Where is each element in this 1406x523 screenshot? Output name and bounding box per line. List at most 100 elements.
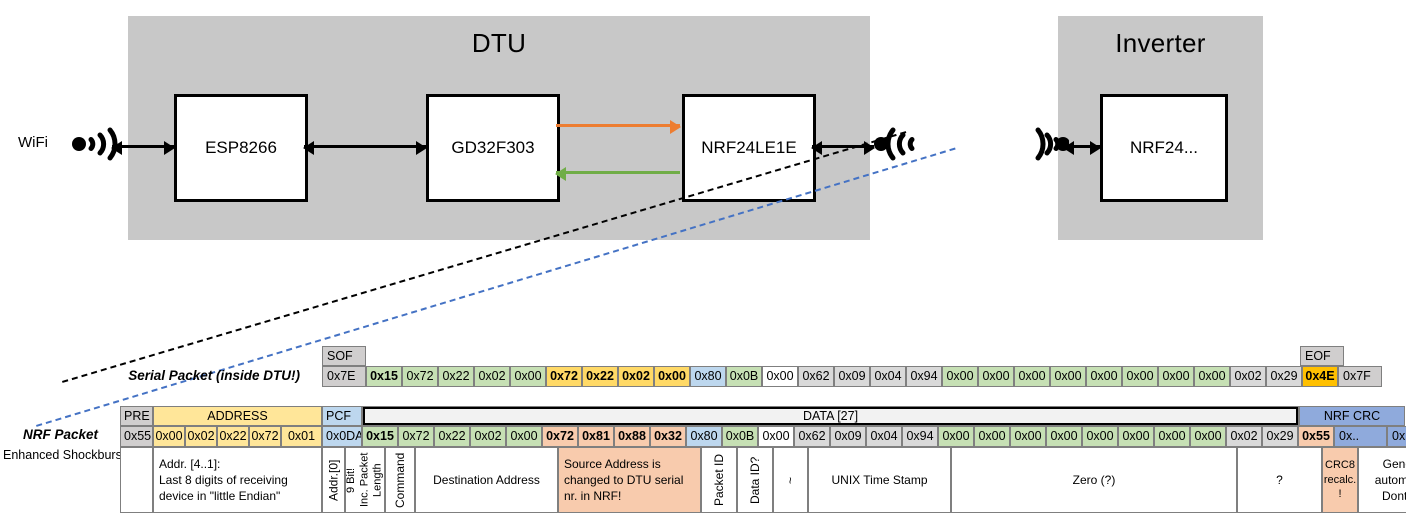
arrow-nrf24le1e-antenna bbox=[811, 141, 875, 155]
serial-byte-23: 0x00 bbox=[1194, 366, 1230, 387]
ann-pre-empty bbox=[120, 447, 153, 513]
serial-byte-5: 0x72 bbox=[546, 366, 582, 387]
serial-packet-label: Serial Packet (inside DTU!) bbox=[128, 368, 300, 383]
nrf-crc-byte-1: 0x.. bbox=[1387, 426, 1406, 447]
serial-sof-header: SOF bbox=[322, 346, 366, 366]
nrf-byte-4: 0x00 bbox=[506, 426, 542, 447]
chip-gd32f303-label: GD32F303 bbox=[451, 138, 535, 157]
nrf-byte-13: 0x09 bbox=[830, 426, 866, 447]
nrf-pcf-header: PCF bbox=[322, 406, 362, 426]
chip-esp8266: ESP8266 bbox=[174, 94, 308, 202]
serial-byte-0: 0x15 bbox=[366, 366, 402, 387]
serial-byte-7: 0x02 bbox=[618, 366, 654, 387]
serial-byte-14: 0x04 bbox=[870, 366, 906, 387]
serial-byte-10: 0x0B bbox=[726, 366, 762, 387]
nrf-byte-1: 0x72 bbox=[398, 426, 434, 447]
ann-destination: Destination Address bbox=[415, 447, 558, 513]
nrf-byte-17: 0x00 bbox=[974, 426, 1010, 447]
nrf-byte-23: 0x00 bbox=[1190, 426, 1226, 447]
serial-byte-6: 0x22 bbox=[582, 366, 618, 387]
serial-eof-header: EOF bbox=[1300, 346, 1344, 366]
serial-byte-17: 0x00 bbox=[978, 366, 1014, 387]
nrf-packet-sublabel: Enhanced Shockburst bbox=[3, 448, 126, 462]
ann-source: Source Address is changed to DTU serial … bbox=[558, 447, 701, 513]
serial-byte-25: 0x29 bbox=[1266, 366, 1302, 387]
serial-byte-3: 0x02 bbox=[474, 366, 510, 387]
nrf-byte-18: 0x00 bbox=[1010, 426, 1046, 447]
nrf-packet-label: NRF Packet bbox=[22, 427, 98, 442]
serial-packet-header-row: SOF bbox=[322, 346, 366, 366]
ann-command: Command bbox=[385, 447, 415, 513]
serial-byte-15: 0x94 bbox=[906, 366, 942, 387]
serial-byte-2: 0x22 bbox=[438, 366, 474, 387]
nrf-crc-byte-0: 0x.. bbox=[1334, 426, 1387, 447]
arrow-tx-orange bbox=[556, 120, 681, 134]
ann-addr0: Addr.[0] bbox=[322, 447, 345, 513]
nrf-address-byte-4: 0x01 bbox=[281, 426, 322, 447]
serial-sof-value: 0x7E bbox=[322, 366, 366, 387]
ann-crc-note: Generated automatically. Dont Care! bbox=[1358, 447, 1406, 513]
chip-gd32f303: GD32F303 bbox=[426, 94, 560, 202]
nrf-byte-12: 0x62 bbox=[794, 426, 830, 447]
nrf-byte-9: 0x80 bbox=[686, 426, 722, 447]
nrf-address-header: ADDRESS bbox=[153, 406, 322, 426]
serial-byte-19: 0x00 bbox=[1050, 366, 1086, 387]
serial-eof-value: 0x7F bbox=[1338, 366, 1382, 387]
chip-nrf24-label: NRF24... bbox=[1129, 138, 1199, 157]
nrf-pcf-value: 0x0DA bbox=[322, 426, 362, 447]
nrf-address-byte-1: 0x02 bbox=[185, 426, 217, 447]
serial-byte-24: 0x02 bbox=[1230, 366, 1266, 387]
nrf-byte-14: 0x04 bbox=[866, 426, 902, 447]
inverter-radio-antenna-icon bbox=[1013, 118, 1070, 170]
nrf-crc-group: 0x..0x.. bbox=[1334, 426, 1406, 447]
ann-zero: Zero (?) bbox=[951, 447, 1237, 513]
nrf-data-header: DATA [27] bbox=[362, 406, 1299, 426]
serial-byte-20: 0x00 bbox=[1086, 366, 1122, 387]
nrf-byte-2: 0x22 bbox=[434, 426, 470, 447]
nrf-byte-0: 0x15 bbox=[362, 426, 398, 447]
ann-pcf: 9 Bit! Inc. Packet Length bbox=[345, 447, 385, 513]
nrf-byte-21: 0x00 bbox=[1118, 426, 1154, 447]
nrf-annotation-row: Addr. [4..1]: Last 8 digits of receiving… bbox=[120, 447, 1406, 513]
ann-address: Addr. [4..1]: Last 8 digits of receiving… bbox=[153, 447, 322, 513]
ann-timestamp: UNIX Time Stamp bbox=[808, 447, 951, 513]
nrf-byte-7: 0x88 bbox=[614, 426, 650, 447]
ann-packet-id: Packet ID bbox=[701, 447, 737, 513]
serial-byte-22: 0x00 bbox=[1158, 366, 1194, 387]
dtu-title: DTU bbox=[471, 28, 527, 58]
serial-byte-26: 0x4E bbox=[1302, 366, 1338, 387]
nrf-byte-26: 0x55 bbox=[1298, 426, 1334, 447]
nrf-crc-header: NRF CRC bbox=[1299, 406, 1405, 426]
nrf-byte-8: 0x32 bbox=[650, 426, 686, 447]
arrow-wifi-esp8266 bbox=[111, 141, 175, 155]
serial-byte-16: 0x00 bbox=[942, 366, 978, 387]
serial-byte-1: 0x72 bbox=[402, 366, 438, 387]
dtu-radio-antenna-icon bbox=[862, 118, 918, 170]
nrf-address-byte-2: 0x22 bbox=[217, 426, 249, 447]
nrf-byte-19: 0x00 bbox=[1046, 426, 1082, 447]
serial-byte-18: 0x00 bbox=[1014, 366, 1050, 387]
ann-data-id: Data ID? bbox=[737, 447, 773, 513]
wifi-label: WiFi bbox=[18, 134, 48, 151]
chip-nrf24le1e: NRF24LE1E bbox=[682, 94, 816, 202]
serial-packet-eof-header-row: EOF bbox=[1300, 346, 1344, 366]
nrf-byte-25: 0x29 bbox=[1262, 426, 1298, 447]
serial-byte-12: 0x62 bbox=[798, 366, 834, 387]
nrf-pre-header: PRE bbox=[120, 406, 153, 426]
nrf-address-byte-3: 0x72 bbox=[249, 426, 281, 447]
chip-nrf24le1e-label: NRF24LE1E bbox=[701, 138, 797, 157]
nrf-byte-24: 0x02 bbox=[1226, 426, 1262, 447]
serial-byte-8: 0x00 bbox=[654, 366, 690, 387]
nrf-byte-10: 0x0B bbox=[722, 426, 758, 447]
arrow-rx-green bbox=[555, 167, 680, 181]
serial-byte-13: 0x09 bbox=[834, 366, 870, 387]
nrf-address-byte-0: 0x00 bbox=[153, 426, 185, 447]
ann-tilde: ~ bbox=[773, 447, 808, 513]
nrf-byte-16: 0x00 bbox=[938, 426, 974, 447]
nrf-byte-5: 0x72 bbox=[542, 426, 578, 447]
nrf-byte-22: 0x00 bbox=[1154, 426, 1190, 447]
